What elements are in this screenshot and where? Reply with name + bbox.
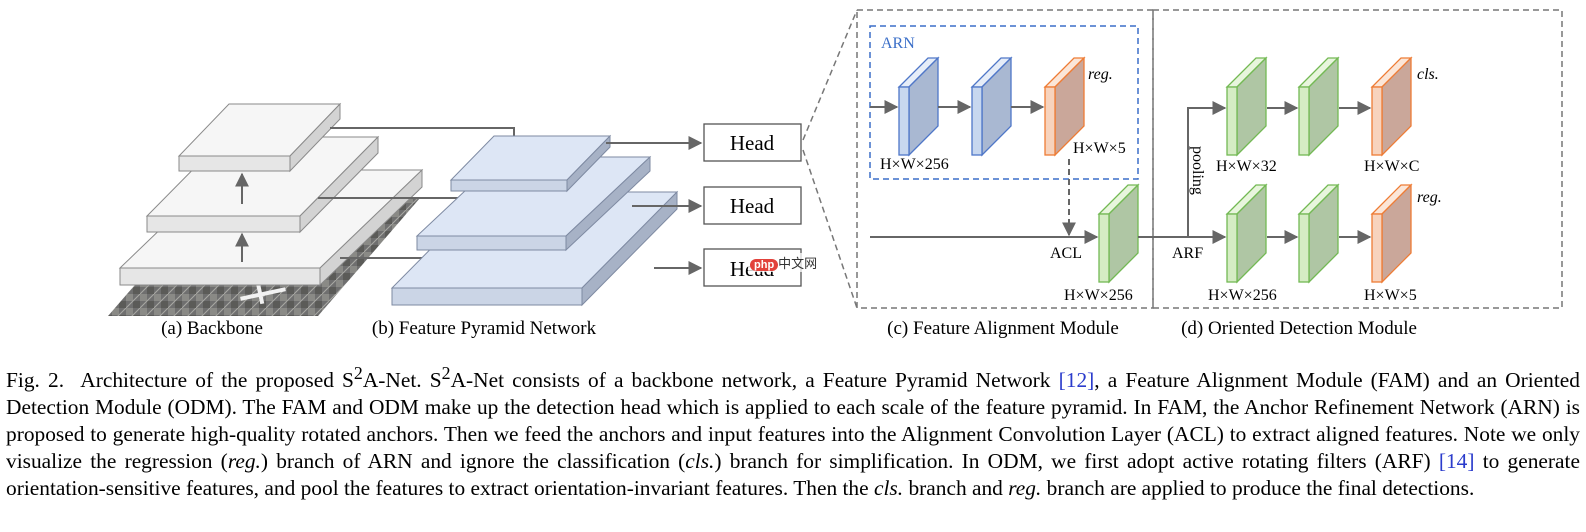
caption-text-2: A-Net. S [362, 368, 442, 393]
caption-sup-1: 2 [353, 363, 363, 383]
odm-arf-dim-label: H×W×256 [1208, 287, 1277, 304]
acl-dim-label: H×W×256 [1064, 287, 1133, 304]
head-box-1 [703, 123, 802, 162]
caption-text-7: to generate orientation-sensitive featur… [6, 449, 1580, 501]
architecture-diagram: Head Head Head ARN [108, 9, 1563, 339]
arn-label: ARN [881, 35, 915, 52]
acl-label: ACL [1050, 245, 1082, 262]
caption-text-6: ) branch for simplification. In ODM, we … [714, 449, 1439, 474]
arn-reg-output [1043, 56, 1086, 157]
arn-reg-label: reg. [1088, 66, 1113, 83]
citation-link-12[interactable]: [12] [1058, 368, 1095, 393]
arn-dim-label: H×W×256 [880, 156, 949, 173]
panel-caption-backbone: (a) Backbone [161, 318, 263, 339]
panel-caption-odm: (d) Oriented Detection Module [1181, 318, 1417, 339]
odm-panel-box [1152, 9, 1563, 309]
panel-caption-fam: (c) Feature Alignment Module [887, 318, 1119, 339]
backbone-stack [108, 102, 424, 316]
arf-label: ARF [1172, 245, 1203, 262]
head-boxes: Head Head Head [703, 123, 802, 287]
caption-sup-2: 2 [441, 363, 451, 383]
acl-output [1097, 183, 1140, 284]
caption-paragraph: Fig. 2. Architecture of the proposed S2A… [6, 360, 1580, 502]
odm-arf-feature [1225, 183, 1268, 284]
odm-reg-label: reg. [1417, 189, 1442, 206]
arn-conv-2 [970, 56, 1013, 157]
zoom-lines [802, 9, 858, 309]
head-label-1: Head [730, 131, 775, 155]
pooling-label: pooling [1189, 146, 1206, 195]
odm-pool-dim-label: H×W×32 [1216, 158, 1277, 175]
odm-reg-dim-label: H×W×5 [1364, 287, 1417, 304]
odm-arrows [1138, 101, 1372, 244]
odm-reg-output [1370, 183, 1413, 284]
figure-caption: Fig. 2. Architecture of the proposed S2A… [6, 360, 1580, 502]
odm-pool-feature [1225, 56, 1268, 157]
arn-conv-1 [897, 56, 940, 157]
citation-link-14[interactable]: [14] [1438, 449, 1475, 474]
odm-cls-conv [1297, 56, 1340, 157]
caption-reg-italic-2: reg. [1008, 476, 1042, 501]
caption-text-5: ) branch of ARN and ignore the classific… [260, 449, 686, 474]
odm-cls-output [1370, 56, 1413, 157]
caption-text-9: branch are applied to produce the final … [1041, 476, 1475, 501]
head-label-2: Head [730, 194, 775, 218]
odm-cls-label: cls. [1417, 66, 1439, 83]
arn-box [869, 25, 1139, 180]
head-box-2 [703, 186, 802, 225]
fam-blocks [897, 56, 1140, 284]
aerial-plane-icon [240, 281, 286, 305]
caption-text-3: A-Net consists of a backbone network, a … [450, 368, 1059, 393]
odm-reg-conv [1297, 183, 1340, 284]
caption-text-8: branch and [903, 476, 1009, 501]
caption-text-1: Architecture of the proposed S [80, 368, 354, 393]
panel-caption-fpn: (b) Feature Pyramid Network [372, 318, 597, 339]
caption-reg-italic: reg. [227, 449, 261, 474]
fpn-to-head-arrows [606, 136, 703, 275]
odm-cls-dim-label: H×W×C [1364, 158, 1419, 175]
caption-fig-label: Fig. 2. [6, 368, 65, 393]
fpn-stack [390, 134, 679, 307]
arn-reg-dim-label: H×W×5 [1073, 140, 1126, 157]
fam-arrows [870, 100, 1099, 244]
caption-cls-italic-2: cls. [873, 476, 904, 501]
odm-blocks [1225, 56, 1413, 284]
caption-cls-italic: cls. [685, 449, 715, 474]
caption-text-4: , a Feature Alignment Module (FAM) and a… [6, 368, 1580, 474]
